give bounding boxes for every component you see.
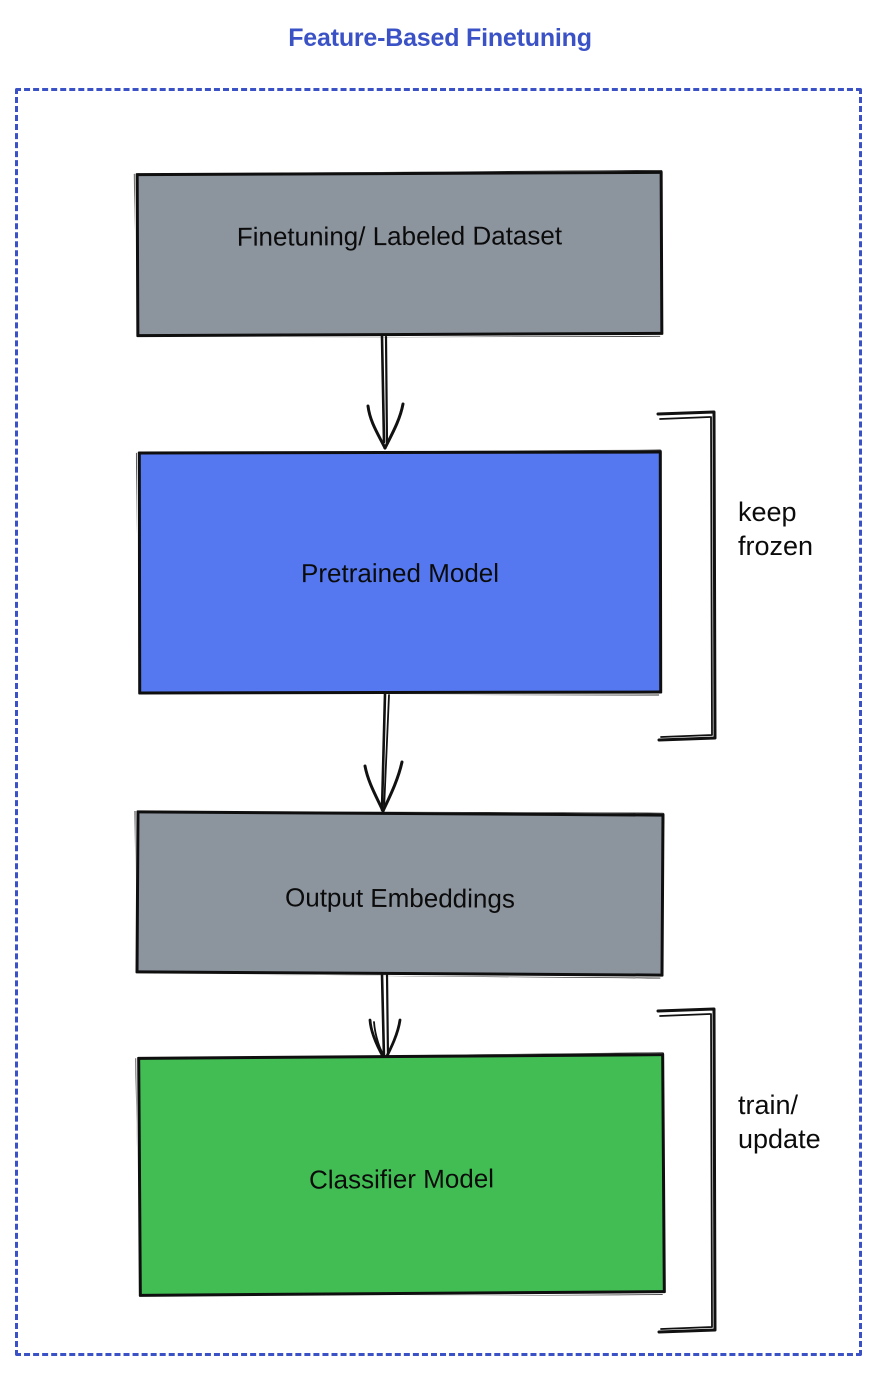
annotation-line-1: train/ <box>738 1090 799 1120</box>
page-title: Feature-Based Finetuning <box>288 24 592 52</box>
node-finetuning-labeled-dataset[interactable]: Finetuning/ Labeled Dataset <box>135 170 664 338</box>
node-pretrained-model[interactable]: Pretrained Model <box>137 450 663 695</box>
node-output-embeddings[interactable]: Output Embeddings <box>135 810 665 977</box>
annotation-train-update: train/ update <box>738 1088 821 1156</box>
annotation-line-1: keep <box>738 497 797 527</box>
node-label: Output Embeddings <box>284 882 515 914</box>
arrow-dataset-to-pretrained <box>366 334 405 450</box>
bracket-train-update <box>656 1007 717 1334</box>
node-label: Classifier Model <box>308 1163 495 1195</box>
arrow-embeddings-to-classifier <box>368 972 402 1062</box>
bracket-keep-frozen <box>656 410 717 742</box>
node-label: Finetuning/ Labeled Dataset <box>236 220 563 252</box>
annotation-keep-frozen: keep frozen <box>738 495 813 563</box>
node-classifier-model[interactable]: Classifier Model <box>137 1053 666 1297</box>
node-label: Pretrained Model <box>300 557 500 589</box>
diagram-frame <box>15 88 862 1356</box>
arrow-pretrained-to-embeddings <box>363 692 404 813</box>
annotation-line-2: update <box>738 1124 821 1154</box>
annotation-line-2: frozen <box>738 531 814 561</box>
